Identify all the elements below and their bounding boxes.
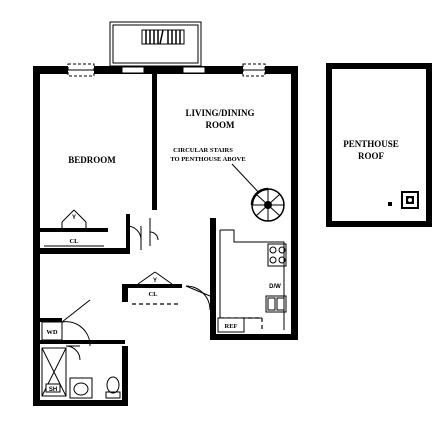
windows <box>67 63 266 77</box>
living-door <box>149 218 159 246</box>
bathroom: SH <box>41 345 121 399</box>
shower-label: SH <box>49 387 57 393</box>
hall-closet-label: CL <box>148 291 158 298</box>
balcony <box>109 21 202 67</box>
kitchen-sink <box>265 295 287 313</box>
hall-closet: Y CL <box>132 271 178 305</box>
penthouse-roof: PENTHOUSE ROOF <box>326 63 432 227</box>
hall-closet-mark: Y <box>153 278 157 284</box>
entry-door <box>185 285 211 311</box>
exterior-walls <box>33 66 298 406</box>
bedroom-closet-label: CL <box>69 238 79 245</box>
living-dining-label-line2: ROOM <box>206 120 236 130</box>
living-dining-label-line1: LIVING/DINING <box>185 108 254 118</box>
balcony-railing <box>141 29 185 45</box>
dishwasher-label: D/W <box>269 284 281 290</box>
penthouse-label-line1: PENTHOUSE <box>343 139 399 149</box>
stairs-label-line1: CIRCULAR STAIRS <box>173 147 233 154</box>
circular-stairs <box>250 187 285 222</box>
stairs-label-line2: TO PENTHOUSE ABOVE <box>170 156 245 163</box>
bathroom-sink <box>69 377 93 399</box>
refrigerator-label: REF <box>225 323 238 330</box>
bedroom-label: BEDROOM <box>68 155 116 165</box>
washer-dryer: WD <box>41 299 91 347</box>
bedroom-door <box>127 225 142 250</box>
toilet <box>105 376 121 399</box>
kitchen-counter: D/W REF <box>217 229 287 333</box>
penthouse-label-line2: ROOF <box>358 151 385 161</box>
roof-hatch <box>401 191 419 209</box>
stove-burners <box>267 243 287 267</box>
bedroom-closet: Y CL <box>44 209 104 247</box>
bedroom-closet-mark: Y <box>72 215 76 221</box>
washer-dryer-label: WD <box>46 329 58 336</box>
